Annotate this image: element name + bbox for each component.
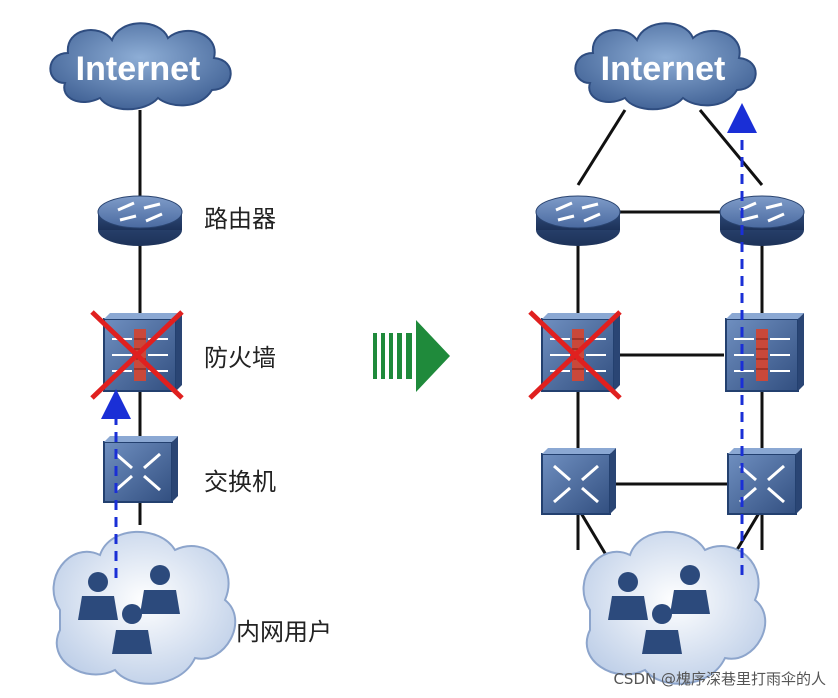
internet-label: Internet bbox=[76, 50, 201, 88]
csdn-watermark: CSDN @槐序深巷里打雨伞的人 bbox=[613, 670, 826, 688]
router-label: 路由器 bbox=[204, 205, 276, 233]
left-users-cloud bbox=[52, 530, 237, 685]
right-router-b-icon bbox=[718, 194, 806, 248]
switch-label: 交换机 bbox=[204, 468, 276, 496]
right-switch-b-icon bbox=[726, 446, 804, 516]
right-internet-cloud: Internet bbox=[574, 22, 757, 111]
right-firewall-b-icon bbox=[725, 312, 805, 392]
left-firewall-failure-x-icon bbox=[90, 310, 184, 400]
right-switch-a-icon bbox=[540, 446, 618, 516]
right-topology: Internet bbox=[528, 22, 806, 685]
left-internet-cloud: Internet bbox=[49, 22, 232, 111]
right-firewall-failure-x-icon bbox=[528, 310, 622, 400]
users-label: 内网用户 bbox=[236, 618, 332, 646]
link-internet-router-a bbox=[576, 109, 627, 186]
internet-label-right: Internet bbox=[601, 50, 726, 88]
transition-arrow-icon bbox=[373, 320, 450, 392]
left-router-icon bbox=[96, 194, 184, 248]
right-users-cloud bbox=[582, 530, 767, 685]
link-internet-router-b bbox=[698, 109, 764, 186]
firewall-label: 防火墙 bbox=[204, 344, 276, 372]
left-topology: Internet 路由器 防火墙 交换机 内网用户 bbox=[49, 22, 332, 685]
right-router-a-icon bbox=[534, 194, 622, 248]
